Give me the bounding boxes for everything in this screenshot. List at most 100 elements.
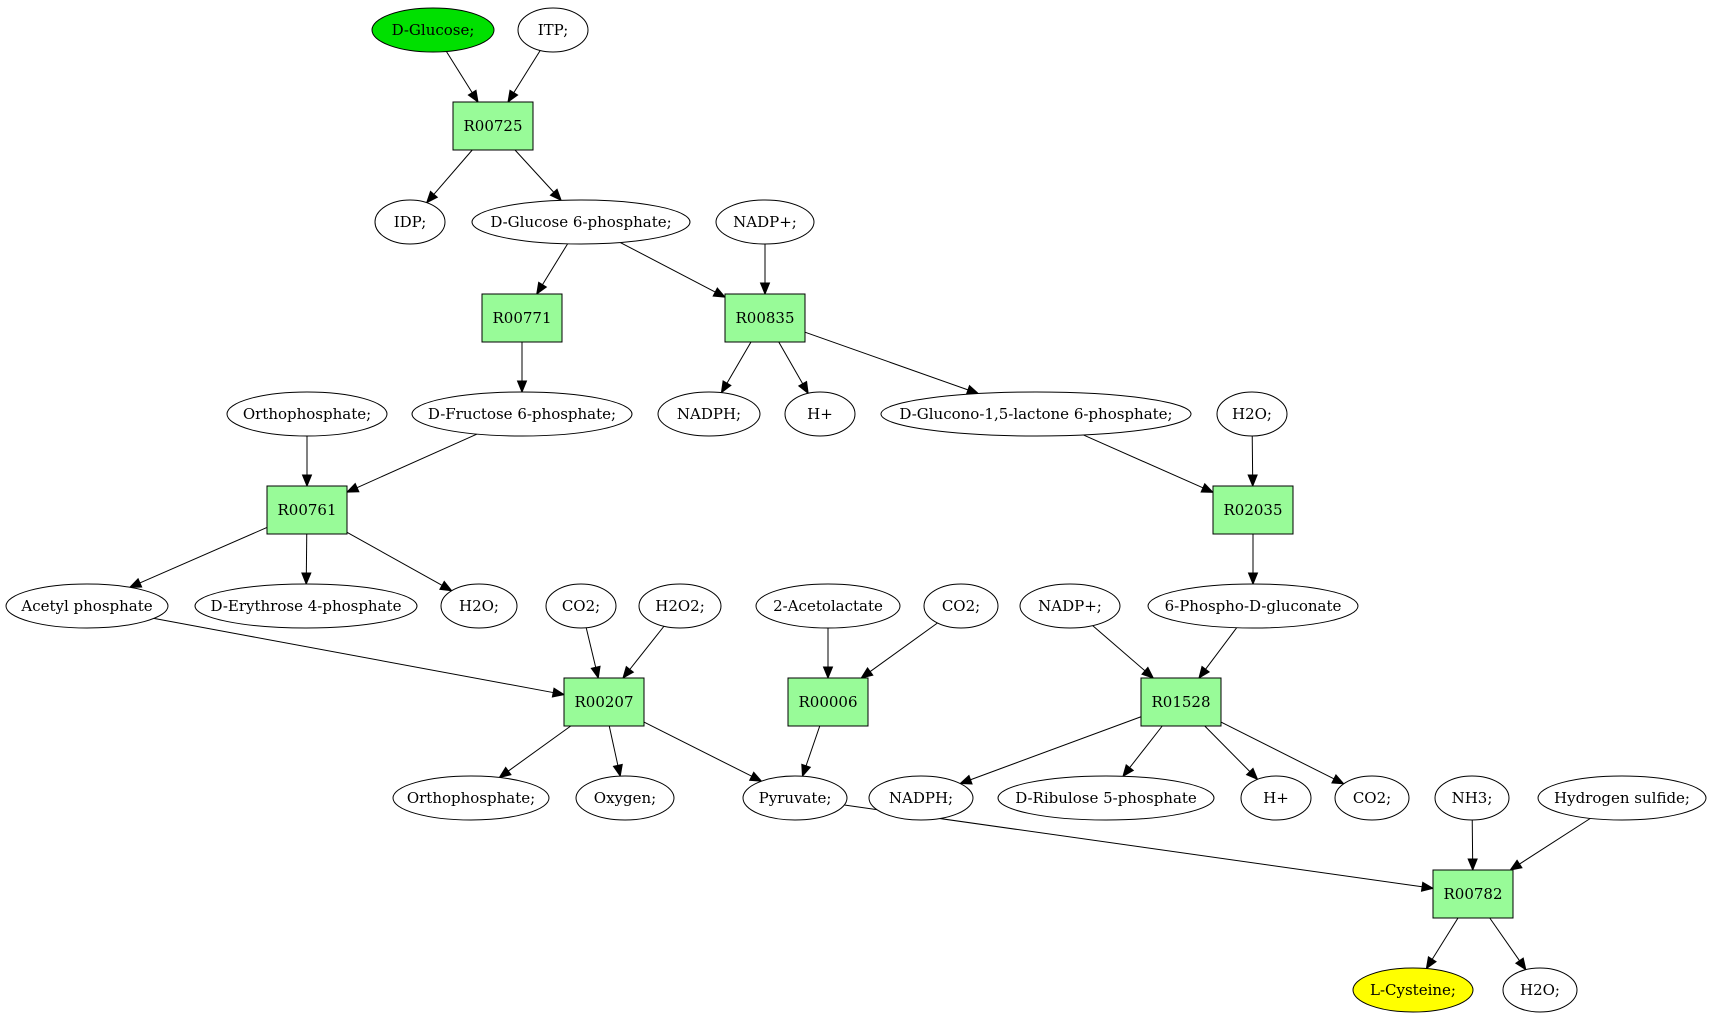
reaction-box <box>563 677 645 727</box>
edge-arrowhead <box>128 577 143 588</box>
compound-node-nadph1: NADPH; <box>657 391 761 437</box>
edge-c_g6p-to-r00771 <box>536 243 569 296</box>
compound-node-co2c: CO2; <box>1334 775 1410 821</box>
edge-line <box>1083 434 1204 489</box>
reaction-box <box>787 677 869 727</box>
reaction-node-r00006: R00006 <box>787 677 869 727</box>
edge-arrowhead <box>797 380 809 395</box>
edge-arrowhead <box>301 572 312 586</box>
node-label: R00761 <box>277 501 336 519</box>
reaction-node-r00771: R00771 <box>481 293 563 343</box>
edge-line <box>356 433 478 489</box>
compound-node-co2a: CO2; <box>545 583 617 629</box>
compound-node-g6p: D-Glucose 6-phosphate; <box>471 199 691 245</box>
node-label: NADP+; <box>1038 597 1102 615</box>
compound-ellipse <box>715 199 815 245</box>
edge-arrowhead <box>612 763 623 778</box>
edge-arrowhead <box>822 666 834 680</box>
edge-r00725-to-c_g6p <box>514 149 563 202</box>
compound-ellipse <box>371 7 495 53</box>
compound-node-pyruvate: Pyruvate; <box>742 775 848 821</box>
edge-arrowhead <box>759 282 771 296</box>
edge-arrowhead <box>590 665 601 680</box>
edge-arrowhead <box>1509 859 1523 871</box>
compound-ellipse <box>440 583 518 629</box>
edge-r00835-to-c_nadph1 <box>720 341 752 394</box>
compound-node-co2b: CO2; <box>923 583 999 629</box>
edge-line <box>1204 725 1251 772</box>
edge-c_co2a-to-r00207 <box>585 627 601 680</box>
node-label: R00771 <box>492 309 551 327</box>
edge-arrowhead <box>551 687 566 698</box>
node-label: R00207 <box>574 693 633 711</box>
compound-node-h1: H+ <box>784 391 856 437</box>
reaction-node-r00835: R00835 <box>724 293 806 343</box>
reaction-box <box>1212 485 1294 535</box>
edge-arrowhead <box>301 474 313 488</box>
compound-ellipse <box>923 583 999 629</box>
edge-line <box>514 149 555 193</box>
edge-line <box>629 625 665 670</box>
edge-r01528-to-c_r5p <box>1122 725 1163 778</box>
edge-line <box>153 617 554 694</box>
compound-node-h2o3: H2O; <box>1502 967 1578 1013</box>
edge-r01528-to-c_co2c <box>1220 721 1345 785</box>
node-label: Acetyl phosphate <box>20 597 152 615</box>
edge-arrowhead <box>549 188 563 202</box>
edge-arrowhead <box>801 763 812 778</box>
edge-line <box>1092 625 1146 672</box>
compound-ellipse <box>755 583 901 629</box>
edge-line <box>346 531 443 586</box>
node-label: NH3; <box>1452 789 1493 807</box>
reaction-node-r02035: R02035 <box>1212 485 1294 535</box>
edge-arrowhead <box>439 580 453 592</box>
reaction-node-r00725: R00725 <box>452 101 534 151</box>
compound-ellipse <box>1434 775 1510 821</box>
compound-node-6pg: 6-Phospho-D-gluconate <box>1147 583 1359 629</box>
edge-r00207-to-c_orthop2 <box>498 725 572 779</box>
edge-arrowhead <box>1425 956 1437 970</box>
node-label: CO2; <box>942 597 980 615</box>
node-label: Orthophosphate; <box>243 405 371 423</box>
node-label: Orthophosphate; <box>407 789 535 807</box>
compound-ellipse <box>517 7 589 53</box>
reaction-box <box>452 101 534 151</box>
edge-c_h2o1-to-r02035 <box>1247 435 1258 488</box>
compound-ellipse <box>1216 391 1288 437</box>
reaction-node-r00761: R00761 <box>266 485 348 535</box>
compound-node-h2o2b: H2O2; <box>638 583 722 629</box>
edge-c_nh3-to-r00782 <box>1467 819 1478 872</box>
compound-ellipse <box>194 583 418 629</box>
edge-r00006-to-c_pyruvate <box>801 725 821 778</box>
edge-line <box>513 50 541 93</box>
edge-c_6pg-to-r01528 <box>1198 627 1238 680</box>
edge-arrowhead <box>345 482 360 493</box>
compound-ellipse <box>1334 775 1410 821</box>
node-label: IDP; <box>394 213 427 231</box>
node-label: L-Cysteine; <box>1370 981 1456 999</box>
compound-ellipse <box>392 775 550 821</box>
node-label: R00835 <box>735 309 794 327</box>
compound-ellipse <box>471 199 691 245</box>
edge-arrowhead <box>1141 666 1155 679</box>
edge-arrowhead <box>965 384 980 395</box>
node-label: R00725 <box>463 117 522 135</box>
edge-line <box>804 331 969 391</box>
node-label: NADP+; <box>733 213 797 231</box>
edge-r01528-to-c_nadph2 <box>958 716 1142 785</box>
node-label: Hydrogen sulfide; <box>1554 789 1690 807</box>
compound-ellipse <box>657 391 761 437</box>
edge-line <box>508 725 572 772</box>
edge-arrowhead <box>507 89 519 104</box>
compound-ellipse <box>742 775 848 821</box>
edge-c_glucono-to-r02035 <box>1083 434 1215 493</box>
edge-c_h2o2b-to-r00207 <box>622 625 665 680</box>
node-label: CO2; <box>562 597 600 615</box>
compound-ellipse <box>5 583 169 629</box>
reaction-box <box>724 293 806 343</box>
edge-c_nadp2-to-r01528 <box>1092 625 1155 679</box>
compound-node-cysteine: L-Cysteine; <box>1352 967 1474 1013</box>
edge-line <box>445 51 473 93</box>
edge-arrowhead <box>1247 474 1258 488</box>
edge-line <box>608 725 619 766</box>
